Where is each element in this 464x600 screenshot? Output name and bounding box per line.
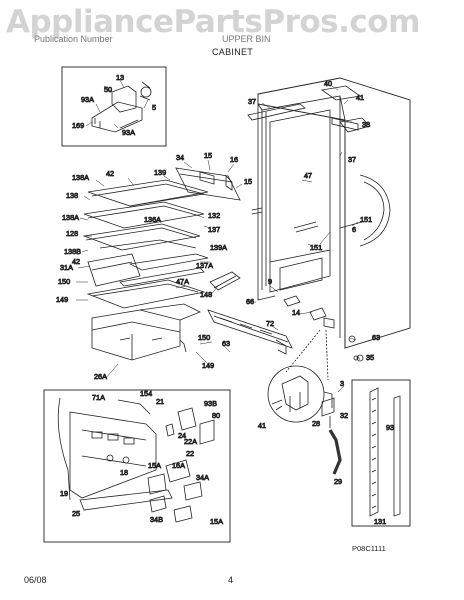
callout-label: 34 (176, 153, 184, 162)
callout-label: 63 (222, 339, 230, 348)
callout-label: 47 (304, 171, 312, 180)
diagram-code: P08C1111 (352, 544, 386, 553)
crisper-drawer-lower (91, 309, 181, 361)
callout-label: 37 (248, 97, 256, 106)
hinge-detail-circle (267, 365, 325, 423)
callout-label: 5 (152, 103, 156, 112)
callout-label: 151 (360, 215, 372, 224)
callout-label: 93B (204, 399, 217, 408)
callout-label: 138B (64, 247, 81, 256)
callout-label: 15 (204, 151, 212, 160)
rail-right (393, 395, 401, 517)
callout-label: 15 (244, 177, 252, 186)
callout-label: 25 (72, 509, 80, 518)
callout-label: 128 (66, 229, 78, 238)
toe-grille (207, 309, 293, 349)
callout-label: 31A (60, 263, 73, 272)
callout-label: 66 (246, 297, 254, 306)
callout-label: 3 (340, 379, 344, 388)
callout-label: 148 (200, 290, 212, 299)
callout-label: 139 (154, 168, 166, 177)
footer-date: 06/08 (24, 575, 47, 585)
callout-label: 93 (386, 423, 394, 432)
callout-label: 6 (352, 225, 356, 234)
inset-box-rails (351, 379, 411, 527)
callout-label: 34B (150, 515, 163, 524)
inset-box-control-panel (43, 389, 231, 543)
control-bracket (91, 101, 143, 133)
callout-label: 13 (116, 73, 124, 82)
callout-label: 26A (94, 372, 107, 381)
callout-label: 47A (176, 277, 189, 286)
callout-label: 137A (196, 261, 213, 270)
callout-label: 131 (374, 517, 386, 526)
callout-label: 22 (186, 449, 194, 458)
publication-number-label: Publication Number (34, 34, 113, 44)
callout-label: 63 (372, 333, 380, 342)
callout-label: 149 (202, 361, 214, 370)
callout-label: 149 (56, 295, 68, 304)
callout-label: 37 (348, 155, 356, 164)
callout-label: 34A (196, 473, 209, 482)
callout-label: 72 (266, 319, 274, 328)
callout-label: 42 (72, 257, 80, 266)
callout-label: 42 (106, 169, 114, 178)
callout-label: 138A (62, 213, 79, 222)
callout-label: 18 (120, 468, 128, 477)
callout-label: 50 (104, 85, 112, 94)
callout-label: 93A (81, 95, 94, 104)
callout-label: 40 (324, 79, 332, 88)
shelf-stack (82, 179, 209, 251)
callout-label: 29 (334, 477, 342, 486)
callout-label: 35 (366, 353, 374, 362)
crisper-cover (86, 279, 206, 309)
callout-label: 93A (122, 128, 135, 137)
callout-label: 150 (58, 277, 70, 286)
callout-label: 24 (178, 431, 186, 440)
callout-label: 132 (208, 211, 220, 220)
callout-label: 14 (292, 308, 300, 317)
callout-label: 28 (312, 419, 320, 428)
callout-label: 136A (144, 215, 161, 224)
callout-label: 15A (148, 461, 161, 470)
rail-left (369, 387, 379, 517)
callout-label: 22A (184, 437, 197, 446)
control-housing (69, 411, 157, 499)
callout-label: 150 (198, 333, 210, 342)
cabinet-body (257, 77, 411, 349)
callout-label: 16A (172, 461, 185, 470)
callout-label: 15A (210, 517, 223, 526)
callout-label: 41 (356, 93, 364, 102)
drain-tube (328, 429, 342, 475)
callout-label: 21 (156, 397, 164, 406)
callout-label: 137 (208, 225, 220, 234)
callout-label: 154 (140, 389, 152, 398)
callout-label: 41 (258, 421, 266, 430)
callout-label: 9 (268, 277, 272, 286)
callout-label: 32 (340, 411, 348, 420)
callout-label: 16 (230, 155, 238, 164)
callout-label: 80 (212, 411, 220, 420)
section-title: CABINET (212, 47, 254, 57)
callout-labels: 13 50 5 93A 169 93A 40 37 41 38 37 34 15… (56, 73, 395, 527)
callout-label: 38 (362, 120, 370, 129)
callout-label: 19 (60, 489, 68, 498)
evaporator-cover (175, 167, 241, 201)
page-number: 4 (228, 575, 234, 585)
callout-label: 169 (72, 121, 84, 130)
callout-label: 139A (210, 243, 227, 252)
callout-label: 138 (66, 191, 78, 200)
callout-label: 138A (72, 173, 89, 182)
callout-label: 151 (310, 243, 322, 252)
callout-label: 71A (92, 393, 105, 402)
header-bin-label: UPPER BIN (222, 34, 271, 44)
inset-box-control (61, 66, 167, 147)
crisper-drawer-upper (87, 253, 141, 287)
